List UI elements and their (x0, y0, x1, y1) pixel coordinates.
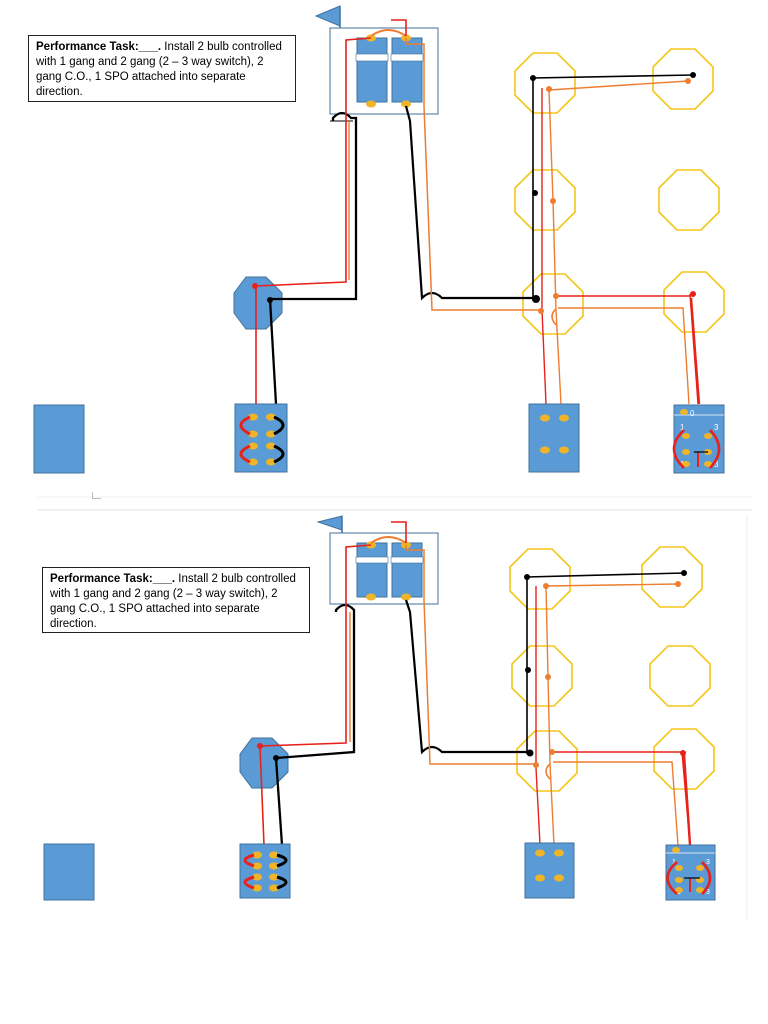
lamp-box-3 (514, 169, 576, 231)
task-heading: Performance Task:___. (36, 41, 162, 53)
spo-label-3b: 3 (714, 460, 719, 469)
task-box-bottom: Performance Task:___. Install 2 bulb con… (42, 567, 310, 633)
spo-label-1-2: 1 (672, 859, 676, 866)
spo-label-3-2: 3 (706, 859, 710, 866)
lamp-box-4 (658, 169, 720, 231)
lamp-box-6 (509, 548, 571, 610)
spo-label-3b-2: 3 (706, 889, 710, 896)
lamp-box-7 (641, 546, 703, 608)
spo-label-0: 0 (690, 409, 695, 418)
single-gang-switch (33, 404, 85, 474)
two-gang-convenience-outlet (234, 403, 288, 473)
junction-box-blue-2 (239, 737, 289, 789)
junction-box-yellow (522, 273, 584, 335)
two-gang-convenience-outlet-2 (239, 843, 291, 899)
lamp-box-8 (511, 645, 573, 707)
arrow-flag-icon (314, 5, 341, 27)
page-corner-mark (92, 492, 101, 499)
diagram-bottom: 1 3 1 3 (43, 515, 716, 901)
two-gang-outlet-right (528, 403, 580, 473)
spo-label-1: 1 (680, 423, 685, 432)
spo-outlet-2: 1 3 1 3 (665, 844, 716, 901)
task-body-2: Install 2 bulb controlled with 1 gang an… (50, 573, 296, 630)
two-gang-switch-2 (355, 521, 424, 601)
two-gang-outlet-right-2 (524, 842, 575, 899)
task-heading-2: Performance Task:___. (50, 573, 176, 585)
single-gang-switch-2 (43, 843, 95, 901)
junction-box-yellow-2 (516, 730, 578, 792)
two-gang-switch (355, 19, 424, 108)
task-box-top: Performance Task:___. Install 2 bulb con… (28, 35, 296, 102)
spo-outlet: 0 1 3 1 3 (672, 404, 725, 474)
lamp-box-1 (514, 52, 576, 114)
lamp-box-2 (652, 48, 714, 110)
lamp-box-9 (649, 645, 711, 707)
diagram-top: 0 1 3 1 3 (33, 5, 725, 474)
spo-label-3: 3 (714, 423, 719, 432)
arrow-flag-icon-2 (316, 515, 343, 531)
task-body: Install 2 bulb controlled with 1 gang an… (36, 41, 282, 98)
